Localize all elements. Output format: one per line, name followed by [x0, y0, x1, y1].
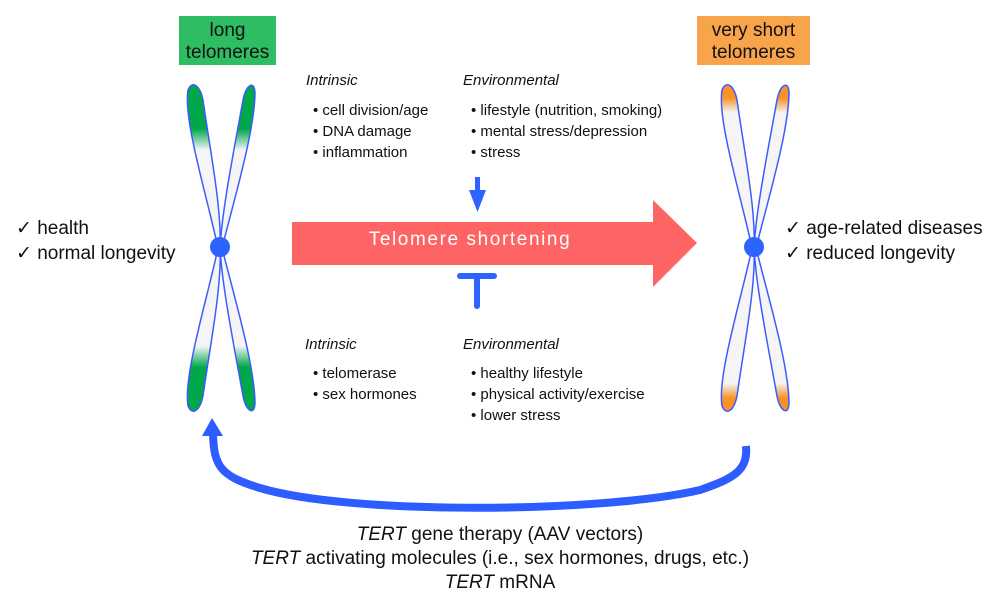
therapy-feedback-arrow [209, 433, 751, 512]
chromosome-long-telomeres [186, 84, 256, 412]
short-telomeres-box [697, 16, 810, 65]
promoter-environmental-list: lifestyle (nutrition, smoking) mental st… [471, 100, 662, 163]
therapy-item: TERT gene therapy (AAV vectors) [0, 523, 1000, 547]
inhibitor-environmental-list: healthy lifestyle physical activity/exer… [471, 363, 645, 426]
list-item: mental stress/depression [471, 121, 662, 142]
list-item: physical activity/exercise [471, 384, 644, 405]
list-item: healthy lifestyle [471, 363, 645, 384]
telomere-shortening-label: Telomere shortening [368, 229, 572, 250]
gene-name: TERT [250, 548, 301, 569]
long-telomeres-label-line1: long [209, 20, 246, 41]
chromatid-arm-lower-right [219, 247, 256, 412]
therapy-list: TERT gene therapy (AAV vectors) TERT act… [0, 523, 1000, 595]
list-item: lower stress [471, 405, 645, 426]
therapy-item: TERT mRNA [0, 571, 1000, 595]
inhibitor-environmental-title: Environmental [463, 336, 559, 353]
therapy-arrowhead-icon [202, 418, 223, 436]
aging-outcomes: age-related diseases reduced longevity [785, 216, 983, 266]
list-item: inflammation [313, 142, 428, 163]
list-item: stress [471, 142, 662, 163]
telomere-shortening-arrow [292, 200, 697, 287]
list-item: telomerase [313, 363, 417, 384]
short-telomeres-label-line2: telomeres [711, 42, 796, 63]
chromatid-arm-upper-left [186, 84, 221, 249]
gene-name: TERT [356, 524, 406, 545]
long-telomeres-box [179, 16, 276, 65]
long-telomeres-label: long telomeres [179, 16, 276, 65]
short-telomeres-label-line1: very short [711, 20, 796, 41]
chromatid-arm-upper-right [219, 84, 256, 249]
promoter-intrinsic-title: Intrinsic [306, 72, 358, 89]
outcome-item: health [16, 216, 176, 241]
list-item: lifestyle (nutrition, smoking) [471, 100, 662, 121]
healthy-outcomes: health normal longevity [16, 216, 176, 266]
inhibitor-intrinsic-title: Intrinsic [305, 336, 357, 353]
therapy-text: mRNA [494, 572, 556, 593]
short-telomeres-label: very short telomeres [697, 16, 810, 65]
chromatid-arm-lower-left [186, 247, 221, 412]
outcome-item: reduced longevity [785, 241, 983, 266]
gene-name: TERT [444, 572, 495, 593]
outcome-item: age-related diseases [785, 216, 982, 241]
therapy-item: TERT activating molecules (i.e., sex hor… [0, 547, 1000, 571]
therapy-text: gene therapy (AAV vectors) [406, 524, 644, 545]
outcome-item: normal longevity [16, 241, 175, 266]
promoter-environmental-title: Environmental [463, 72, 559, 89]
centromere-left [210, 237, 230, 257]
therapy-text: activating molecules (i.e., sex hormones… [300, 548, 750, 569]
list-item: cell division/age [313, 100, 428, 121]
inhibit-bar-icon [457, 273, 497, 309]
chromatid-arm-lower-left [720, 247, 755, 412]
promote-arrow-icon [469, 177, 486, 212]
long-telomeres-label-line2: telomeres [185, 42, 270, 63]
list-item: sex hormones [313, 384, 416, 405]
chromosome-short-telomeres [720, 84, 790, 412]
inhibitor-intrinsic-list: telomerase sex hormones [313, 363, 417, 405]
centromere-right [744, 237, 764, 257]
chromatid-arm-upper-left [720, 84, 755, 249]
chromatid-arm-lower-right [753, 247, 790, 412]
chromatid-arm-upper-right [753, 84, 790, 249]
promoter-intrinsic-list: cell division/age DNA damage inflammatio… [313, 100, 428, 163]
list-item: DNA damage [313, 121, 428, 142]
